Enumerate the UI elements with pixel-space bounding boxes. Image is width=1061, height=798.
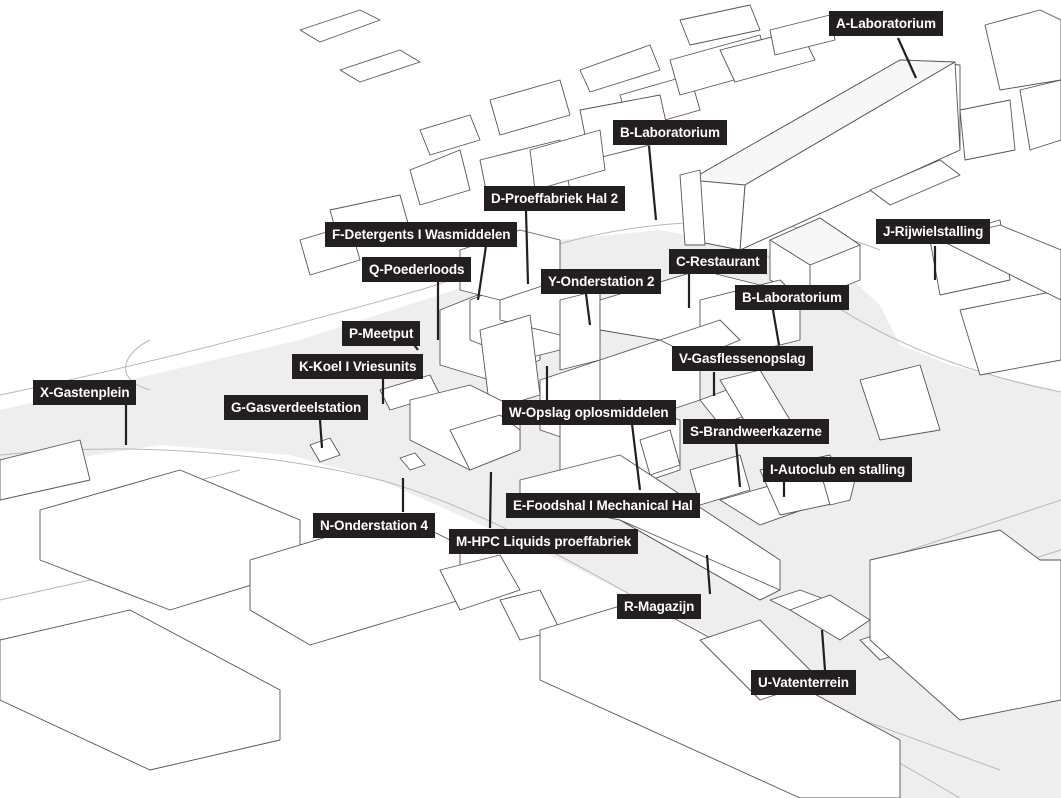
label-y-onderstation-2[interactable]: Y-Onderstation 2 <box>541 269 662 294</box>
label-i-autoclub-en-stalling[interactable]: I-Autoclub en stalling <box>763 457 913 482</box>
label-u-vatenterrein[interactable]: U-Vatenterrein <box>751 670 856 695</box>
label-m-hpc-liquids-proeffabriek[interactable]: M-HPC Liquids proeffabriek <box>449 529 639 554</box>
label-d-proeffabriek-hal-2[interactable]: D-Proeffabriek Hal 2 <box>484 186 626 211</box>
label-p-meetput[interactable]: P-Meetput <box>342 321 421 346</box>
label-v-gasflessenopslag[interactable]: V-Gasflessenopslag <box>672 346 813 371</box>
label-b-laboratorium-mid[interactable]: B-Laboratorium <box>735 285 849 310</box>
label-s-brandweerkazerne[interactable]: S-Brandweerkazerne <box>683 419 829 444</box>
label-e-foodshal-mechanical-hal[interactable]: E-Foodshal I Mechanical Hal <box>506 493 700 518</box>
label-j-rijwielstalling[interactable]: J-Rijwielstalling <box>876 219 991 244</box>
label-w-opslag-oplosmiddelen[interactable]: W-Opslag oplosmiddelen <box>502 400 676 425</box>
label-g-gasverdeelstation[interactable]: G-Gasverdeelstation <box>224 395 369 420</box>
label-x-gastenplein[interactable]: X-Gastenplein <box>33 380 137 405</box>
label-c-restaurant[interactable]: C-Restaurant <box>669 249 767 274</box>
label-r-magazijn[interactable]: R-Magazijn <box>617 594 702 619</box>
label-k-koel-vriesunits[interactable]: K-Koel I Vriesunits <box>292 354 424 379</box>
label-n-onderstation-4[interactable]: N-Onderstation 4 <box>313 513 435 538</box>
label-q-poederloods[interactable]: Q-Poederloods <box>362 257 472 282</box>
leader-lines <box>124 37 937 671</box>
label-a-laboratorium[interactable]: A-Laboratorium <box>829 11 943 36</box>
label-b-laboratorium-top[interactable]: B-Laboratorium <box>613 120 727 145</box>
label-f-detergents-wasmiddelen[interactable]: F-Detergents I Wasmiddelen <box>325 222 518 247</box>
